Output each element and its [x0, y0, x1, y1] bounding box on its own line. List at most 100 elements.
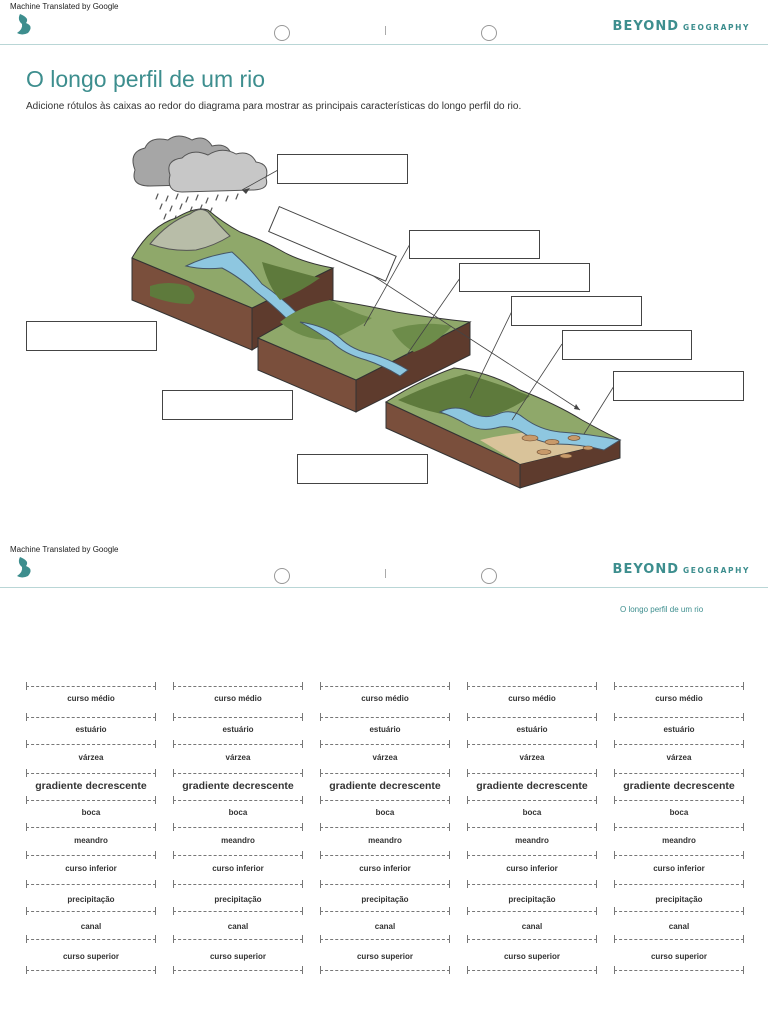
label-box-3[interactable]: [409, 230, 540, 259]
word-card[interactable]: canal: [521, 922, 543, 931]
cut-line: [614, 773, 744, 774]
word-card[interactable]: curso superior: [62, 952, 119, 961]
cut-line: [467, 800, 597, 801]
word-card[interactable]: gradiente decrescente: [476, 780, 588, 792]
cut-line: [26, 911, 156, 912]
cut-line: [467, 939, 597, 940]
cut-line: [467, 855, 597, 856]
cut-line: [173, 855, 303, 856]
cut-line: [26, 855, 156, 856]
rain-cloud-icon: [132, 135, 268, 222]
word-card[interactable]: estuário: [369, 725, 401, 734]
word-card[interactable]: precipitação: [361, 895, 409, 904]
word-card[interactable]: curso inferior: [359, 864, 411, 873]
center-tick: [385, 569, 386, 578]
word-card[interactable]: curso médio: [361, 694, 409, 703]
word-strip-column: curso médio estuário várzea gradiente decre…: [614, 682, 744, 976]
word-card[interactable]: curso inferior: [212, 864, 264, 873]
word-card[interactable]: precipitação: [67, 895, 115, 904]
label-box-6[interactable]: [562, 330, 692, 360]
cut-line: [467, 827, 597, 828]
cut-line: [173, 800, 303, 801]
word-card[interactable]: boca: [228, 808, 248, 817]
word-card[interactable]: várzea: [372, 753, 398, 762]
word-card[interactable]: estuário: [516, 725, 548, 734]
cut-line: [614, 970, 744, 971]
word-card[interactable]: várzea: [666, 753, 692, 762]
label-box-9[interactable]: [162, 390, 293, 420]
cut-line: [26, 939, 156, 940]
cut-line: [26, 884, 156, 885]
cut-line: [614, 744, 744, 745]
word-card[interactable]: gradiente decrescente: [329, 780, 441, 792]
label-box-4[interactable]: [459, 263, 590, 292]
word-card[interactable]: estuário: [663, 725, 695, 734]
cut-line: [614, 800, 744, 801]
cut-line: [467, 884, 597, 885]
label-box-1[interactable]: [277, 154, 408, 184]
label-box-5[interactable]: [511, 296, 642, 326]
instruction-text: Adicione rótulos às caixas ao redor do d…: [26, 101, 522, 112]
word-card[interactable]: curso superior: [503, 952, 560, 961]
machine-translated-note: Machine Translated by Google: [10, 2, 119, 11]
word-card[interactable]: boca: [375, 808, 395, 817]
cut-line: [26, 744, 156, 745]
word-card[interactable]: canal: [227, 922, 249, 931]
word-strip-column: curso médio estuário várzea gradiente decre…: [320, 682, 450, 976]
word-card[interactable]: boca: [522, 808, 542, 817]
cut-line: [467, 970, 597, 971]
word-card[interactable]: meandro: [74, 836, 108, 845]
word-card[interactable]: meandro: [662, 836, 696, 845]
word-card[interactable]: curso inferior: [653, 864, 705, 873]
word-card[interactable]: curso superior: [356, 952, 413, 961]
word-card[interactable]: curso superior: [209, 952, 266, 961]
word-card[interactable]: meandro: [221, 836, 255, 845]
word-card[interactable]: meandro: [515, 836, 549, 845]
label-box-8[interactable]: [26, 321, 157, 351]
cut-line: [26, 717, 156, 718]
word-card[interactable]: estuário: [222, 725, 254, 734]
word-card[interactable]: meandro: [368, 836, 402, 845]
binder-hole-icon: [481, 25, 497, 41]
word-card[interactable]: curso inferior: [506, 864, 558, 873]
cut-line: [320, 800, 450, 801]
cut-line: [26, 800, 156, 801]
word-card[interactable]: canal: [374, 922, 396, 931]
cut-line: [173, 827, 303, 828]
word-card[interactable]: canal: [80, 922, 102, 931]
word-card[interactable]: canal: [668, 922, 690, 931]
cut-line: [173, 939, 303, 940]
word-card[interactable]: curso médio: [655, 694, 703, 703]
word-card[interactable]: gradiente decrescente: [623, 780, 735, 792]
word-card[interactable]: gradiente decrescente: [35, 780, 147, 792]
word-card[interactable]: curso inferior: [65, 864, 117, 873]
cut-line: [320, 827, 450, 828]
word-card[interactable]: gradiente decrescente: [182, 780, 294, 792]
word-card[interactable]: boca: [669, 808, 689, 817]
word-card[interactable]: precipitação: [214, 895, 262, 904]
header-rule: [0, 587, 768, 588]
cut-line: [173, 773, 303, 774]
word-card[interactable]: boca: [81, 808, 101, 817]
word-card[interactable]: curso médio: [508, 694, 556, 703]
word-card[interactable]: curso médio: [67, 694, 115, 703]
page-title: O longo perfil de um rio: [26, 66, 266, 92]
cut-line: [614, 827, 744, 828]
cut-line: [614, 686, 744, 687]
word-card[interactable]: várzea: [519, 753, 545, 762]
word-card[interactable]: curso superior: [650, 952, 707, 961]
cut-line: [614, 939, 744, 940]
word-card[interactable]: várzea: [78, 753, 104, 762]
cut-line: [173, 717, 303, 718]
label-box-10[interactable]: [297, 454, 428, 484]
word-card[interactable]: precipitação: [655, 895, 703, 904]
cut-line: [320, 884, 450, 885]
word-card[interactable]: precipitação: [508, 895, 556, 904]
word-card[interactable]: curso médio: [214, 694, 262, 703]
cut-line: [320, 911, 450, 912]
label-box-7[interactable]: [613, 371, 744, 401]
word-card[interactable]: várzea: [225, 753, 251, 762]
word-card[interactable]: estuário: [75, 725, 107, 734]
